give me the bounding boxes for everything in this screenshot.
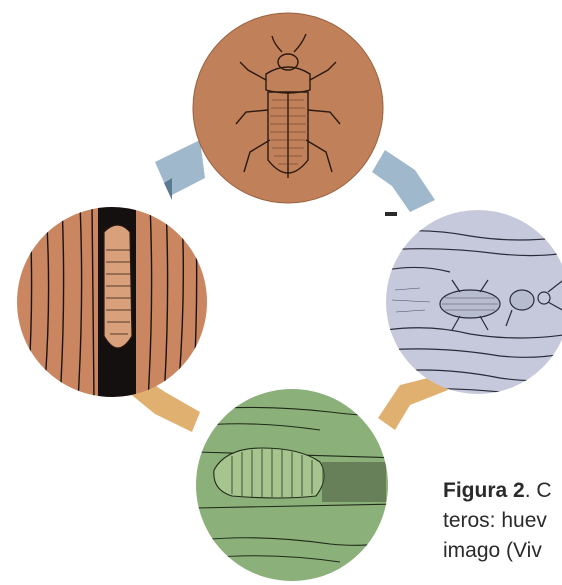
figure-caption: Figura 2. C teros: huev imago (Viv	[443, 476, 562, 566]
caption-line-3: imago (Viv	[443, 536, 562, 566]
arrow-fragment	[385, 212, 397, 216]
stage-adult-beetle	[193, 13, 383, 203]
figure-label: Figura 2	[443, 479, 525, 502]
stage-pupa	[17, 204, 207, 400]
stage-adult-in-wood	[386, 210, 562, 394]
caption-line-1-rest: . C	[525, 479, 552, 502]
stage-larva	[196, 389, 400, 581]
caption-line-1: Figura 2. C	[443, 476, 562, 506]
arrow-blue-top-right	[372, 150, 435, 212]
caption-line-2: teros: huev	[443, 506, 562, 536]
arrow-blue-top-left	[155, 140, 205, 196]
